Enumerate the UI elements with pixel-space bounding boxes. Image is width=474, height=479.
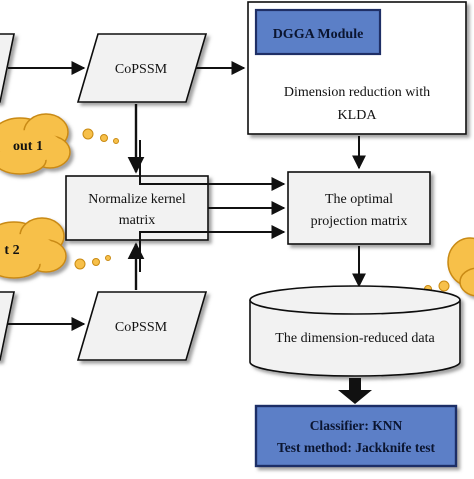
cloud-1-dot-2	[100, 134, 108, 142]
copssm-label-2: CoPSSM	[115, 320, 168, 335]
cloud-1-label: out 1	[13, 139, 43, 154]
cloud-1-dot-1	[82, 128, 94, 140]
cloud-2-dot-2	[92, 258, 100, 266]
copssm-shape-1	[76, 33, 208, 103]
copssm-label-1: CoPSSM	[115, 62, 168, 77]
copssm-shape-2	[76, 291, 208, 361]
input-shape-1-left	[0, 33, 15, 103]
cloud-2-label: t 2	[4, 243, 19, 258]
projection-box	[287, 171, 431, 245]
cloud-1-dot-3	[113, 138, 119, 144]
dgga-module-text-2: KLDA	[338, 108, 378, 123]
cloud-3-dot-1	[438, 280, 450, 292]
normalize-text-2: matrix	[119, 213, 156, 228]
projection-text-1: The optimal	[325, 192, 393, 207]
cloud-1	[0, 113, 71, 175]
database-cylinder	[249, 285, 461, 377]
cloud-2-dot-3	[105, 255, 111, 261]
connector-top	[139, 140, 286, 191]
cloud-2-dot-1	[74, 258, 86, 270]
thick-arrow-head	[338, 390, 372, 404]
classifier-box	[254, 404, 458, 468]
dgga-module-text-1: Dimension reduction with	[284, 85, 430, 100]
cloud-3	[447, 237, 474, 297]
classifier-line-1: Classifier: KNN	[310, 418, 403, 433]
cloud-2	[0, 217, 67, 279]
dgga-module-title: DGGA Module	[273, 27, 364, 42]
normalize-box	[65, 175, 209, 241]
connector-bottom	[139, 225, 286, 272]
projection-text-2: projection matrix	[311, 214, 408, 229]
thick-arrow-shaft	[349, 378, 361, 392]
dgga-module-header	[254, 8, 382, 56]
normalize-text-1: Normalize kernel	[88, 192, 186, 207]
classifier-line-2: Test method: Jackknife test	[277, 440, 436, 455]
database-label: The dimension-reduced data	[275, 331, 435, 346]
input-shape-2-left	[0, 291, 15, 361]
